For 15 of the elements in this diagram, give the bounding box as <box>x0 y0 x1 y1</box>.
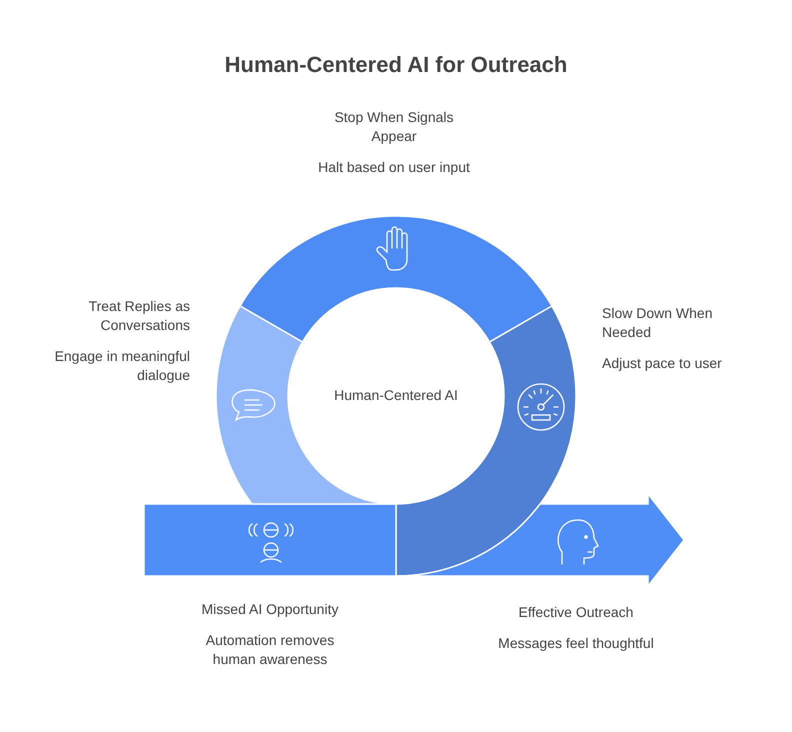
diagram-title: Human-Centered AI for Outreach <box>224 52 568 78</box>
step-description: Automation removes human awareness <box>204 631 336 669</box>
step-heading: Stop When Signals Appear <box>333 108 455 146</box>
step-description: Engage in meaningful dialogue <box>54 347 190 385</box>
step-heading: Missed AI Opportunity <box>200 600 340 619</box>
step-description: Messages feel thoughtful <box>497 634 655 653</box>
arrow-banner <box>395 493 685 587</box>
step-description: Halt based on user input <box>317 158 471 177</box>
step-description: Adjust pace to user <box>602 354 723 373</box>
step-heading: Slow Down When Needed <box>602 304 714 342</box>
banner-bar <box>143 503 397 577</box>
step-heading: Treat Replies as Conversations <box>88 297 190 335</box>
hub-label: Human-Centered AI <box>333 386 459 405</box>
step-heading: Effective Outreach <box>518 603 634 622</box>
ring-segment <box>239 216 553 343</box>
